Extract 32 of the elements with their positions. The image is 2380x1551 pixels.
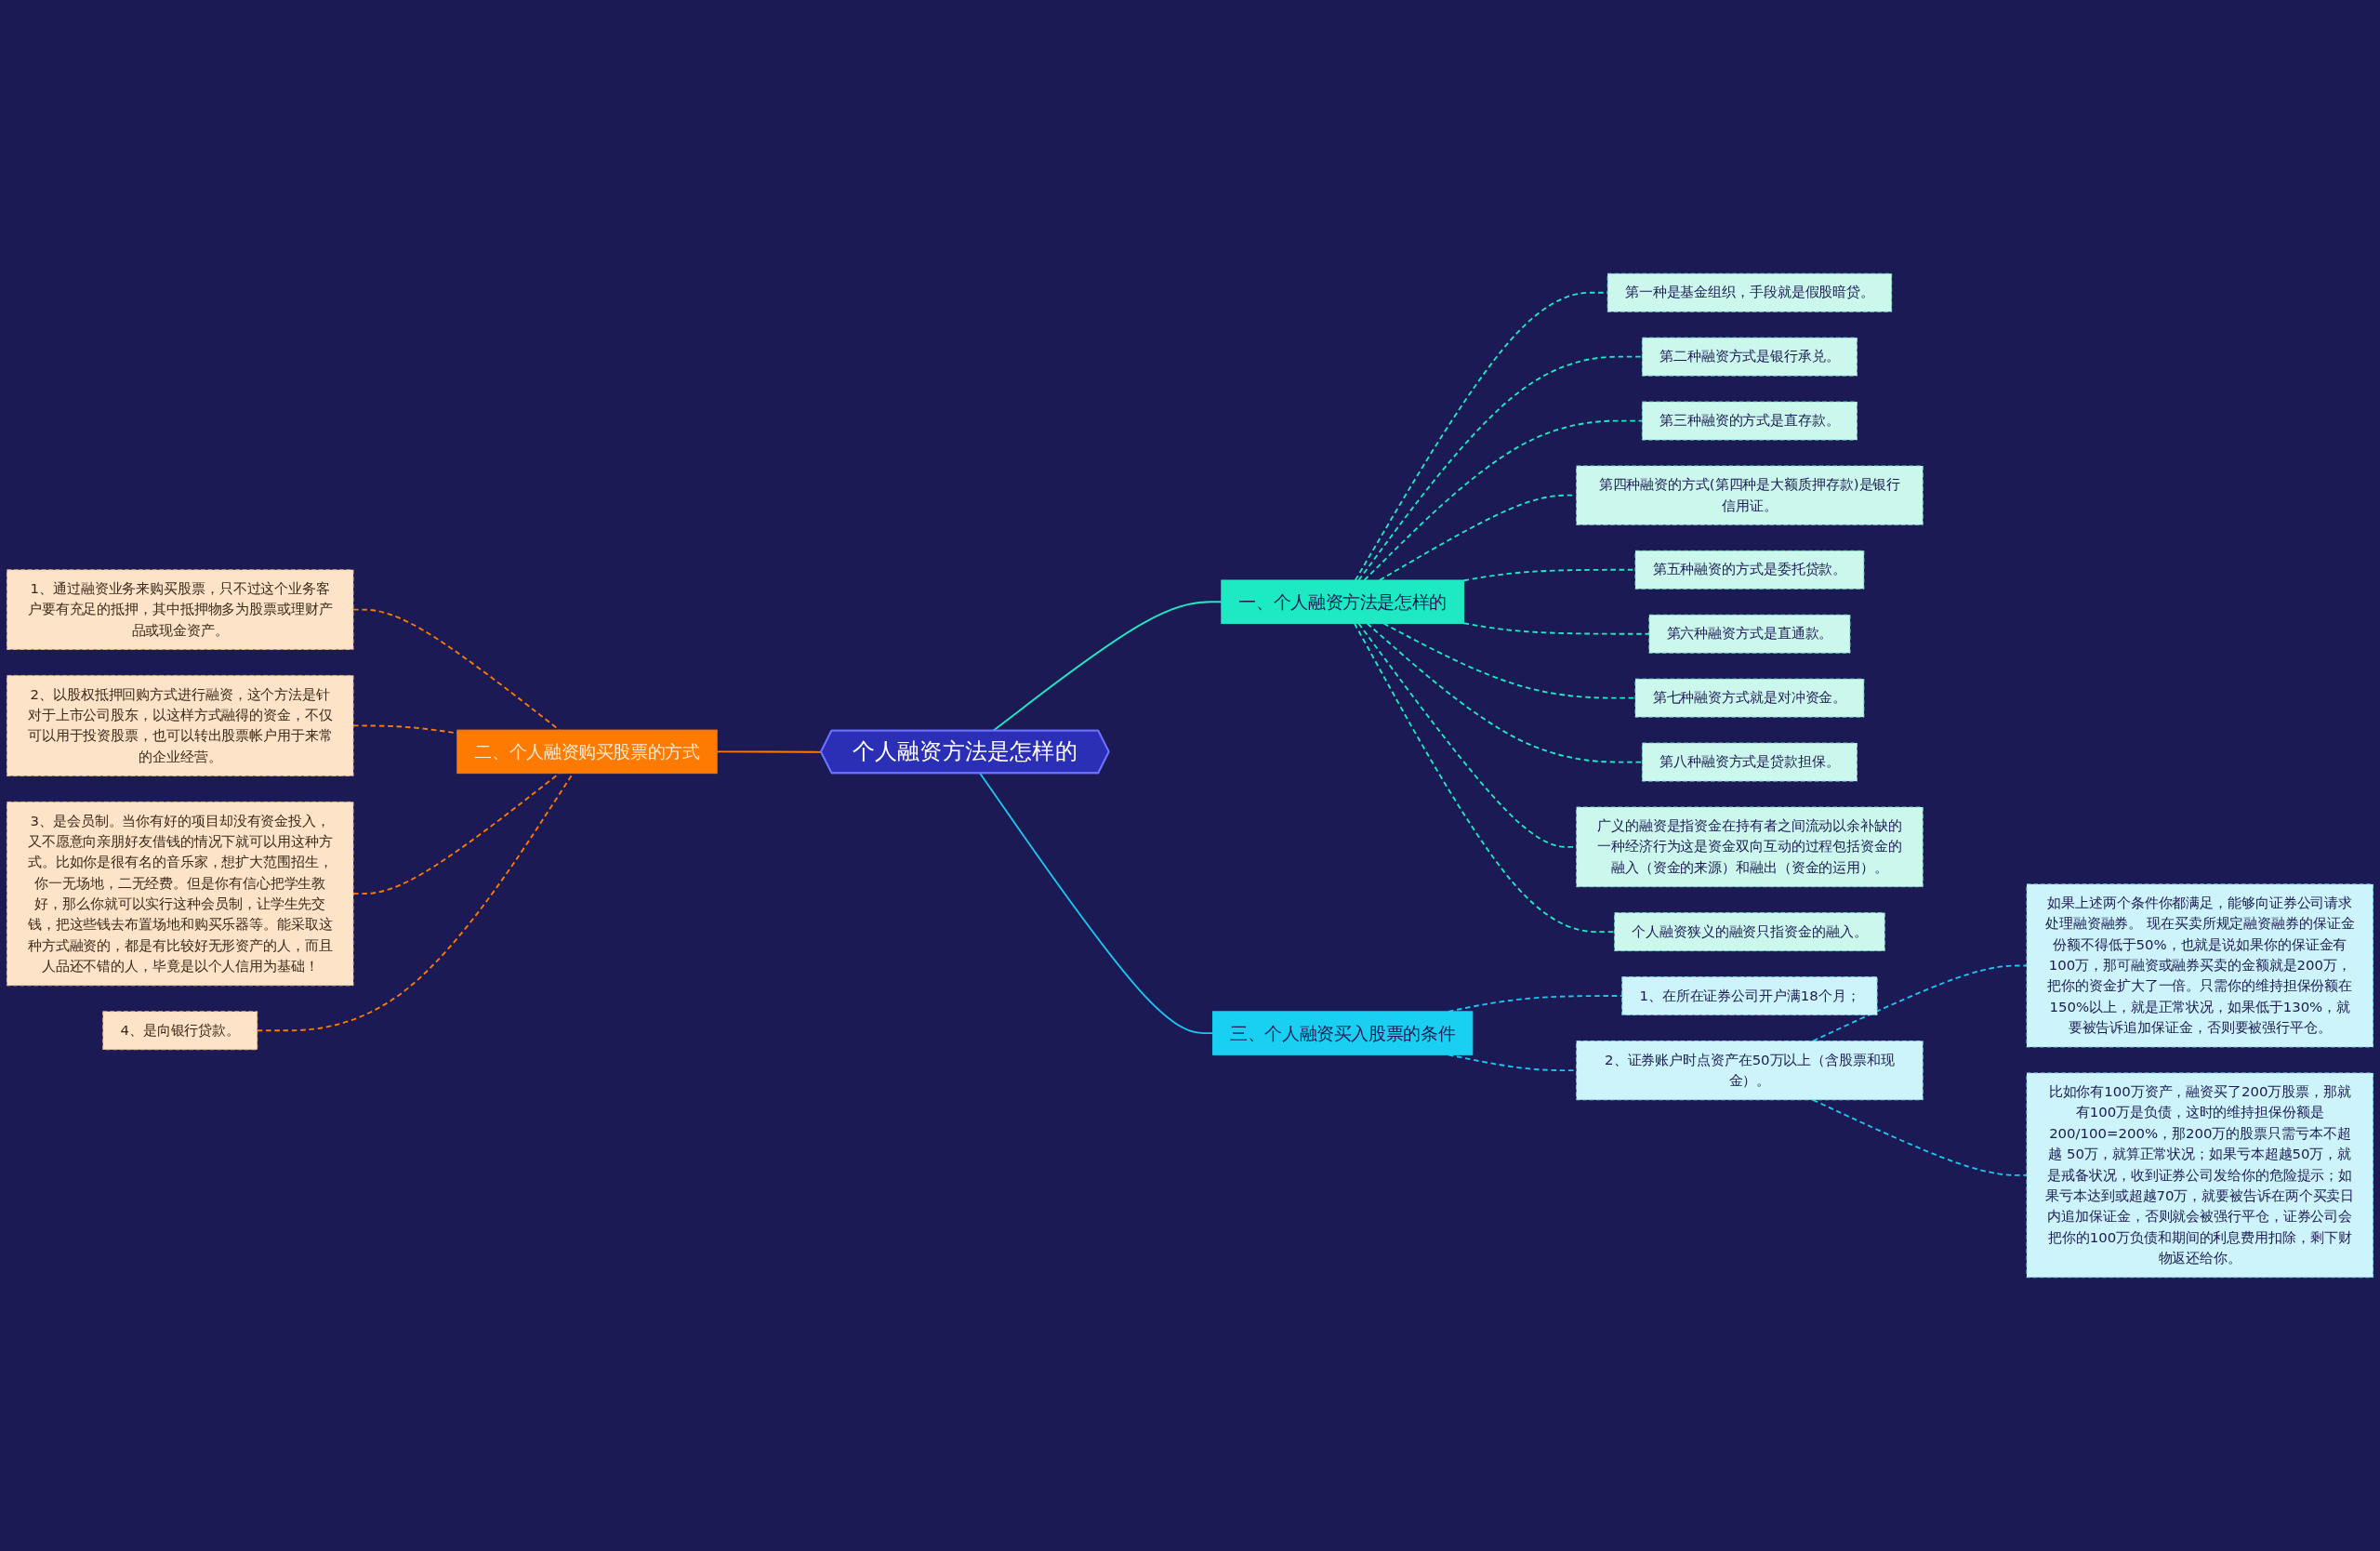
- node-box: 3、是会员制。当你有好的项目却没有资金投入，又不愿意向亲朋好友借钱的情况下就可以用这种方式。比如你是很有名的音乐家，想扩大范围招生，你一无场地，二无经费。但是你有信心把学生教好，那么你就可以实行这种会员制，让学生先交钱，把这些钱去布置场地和购买乐器等。能采取这种方式融资的，都是有比较好无形资产的人，而且人品还不错的人，毕竟是以个人信用为基础！: [7, 801, 354, 987]
- node-box: 1、通过融资业务来购买股票，只不过这个业务客户要有充足的抵押，其中抵押物多为股票或理财产品或现金资产。: [7, 569, 354, 650]
- node-box: 第一种是基金组织，手段就是假股暗贷。: [1606, 272, 1893, 312]
- node-box: 第五种融资的方式是委托贷款。: [1634, 550, 1865, 590]
- node-box: 第七种融资方式就是对冲资金。: [1634, 678, 1865, 718]
- node-box: 三、个人融资买入股票的条件: [1212, 1011, 1474, 1055]
- node-box: 2、证券账户时点资产在50万以上（含股票和现金）。: [1576, 1041, 1924, 1101]
- node-box: 广义的融资是指资金在持有者之间流动以余补缺的一种经济行为这是资金双向互动的过程包括资金的融入（资金的来源）和融出（资金的运用）。: [1576, 806, 1924, 888]
- node-box: 二、个人融资购买股票的方式: [456, 729, 718, 775]
- node-box: 第六种融资方式是直通款。: [1648, 614, 1851, 654]
- connector: [716, 750, 823, 753]
- node-box: 第二种融资方式是银行承兑。: [1641, 337, 1858, 377]
- connector: [1366, 622, 1644, 763]
- connector: [992, 601, 1223, 732]
- node-box: 第三种融资的方式是直存款。: [1641, 401, 1858, 441]
- node-box: 如果上述两个条件你都满足，能够向证券公司请求处理融资融券。 现在买卖所规定融资融券的保证金份额不得低于50%，也就是说如果你的保证金有100万，那可融资或融券买卖的金额就是200万，把你的资金扩大了一倍。只需你的维持担保份额在150%以上，就是正常状况，如果低于130%，就要被告诉追加保证金，否则要被强行平仓。: [2026, 883, 2373, 1048]
- node-box: 1、在所在证券公司开户满18个月；: [1621, 976, 1878, 1015]
- node-box: 一、个人融资方法是怎样的: [1221, 579, 1465, 624]
- node-box: 比如你有100万资产，融资买了200万股票，那就有100万是负债，这时的维持担保份额是200/100=200%，那200万的股票只需亏本不超越 50万，就算正常状况；如果亏本超越50万，就是戒备状况，收到证券公司发给你的危险提示；如果亏本达到或超越70万，就要被告诉在两个买卖日内追加保证金，否则就会被强行平仓，证券公司会把你的100万负债和期间的利息费用扣除，剩下财物返还给你。: [2026, 1072, 2373, 1279]
- connector: [1812, 964, 2028, 1042]
- node-box: 第四种融资的方式(第四种是大额质押存款)是银行信用证。: [1576, 465, 1924, 525]
- connector: [1462, 622, 1650, 635]
- connector: [1363, 419, 1644, 581]
- connector: [979, 772, 1214, 1035]
- connector: [1354, 622, 1616, 934]
- connector: [1357, 355, 1644, 581]
- connector: [1812, 1098, 2028, 1176]
- node-box: 个人融资狭义的融资只指资金的融入。: [1614, 912, 1885, 952]
- node-box: 4、是向银行贷款。: [102, 1011, 258, 1051]
- connector: [1382, 622, 1636, 699]
- node-box: 2、以股权抵押回购方式进行融资，这个方法是针对于上市公司股东，以这样方式融得的资金，不仅可以用于投资股票，也可以转出股票帐户用于来常的企业经营。: [7, 674, 354, 776]
- node-box: 第八种融资方式是贷款担保。: [1641, 742, 1858, 782]
